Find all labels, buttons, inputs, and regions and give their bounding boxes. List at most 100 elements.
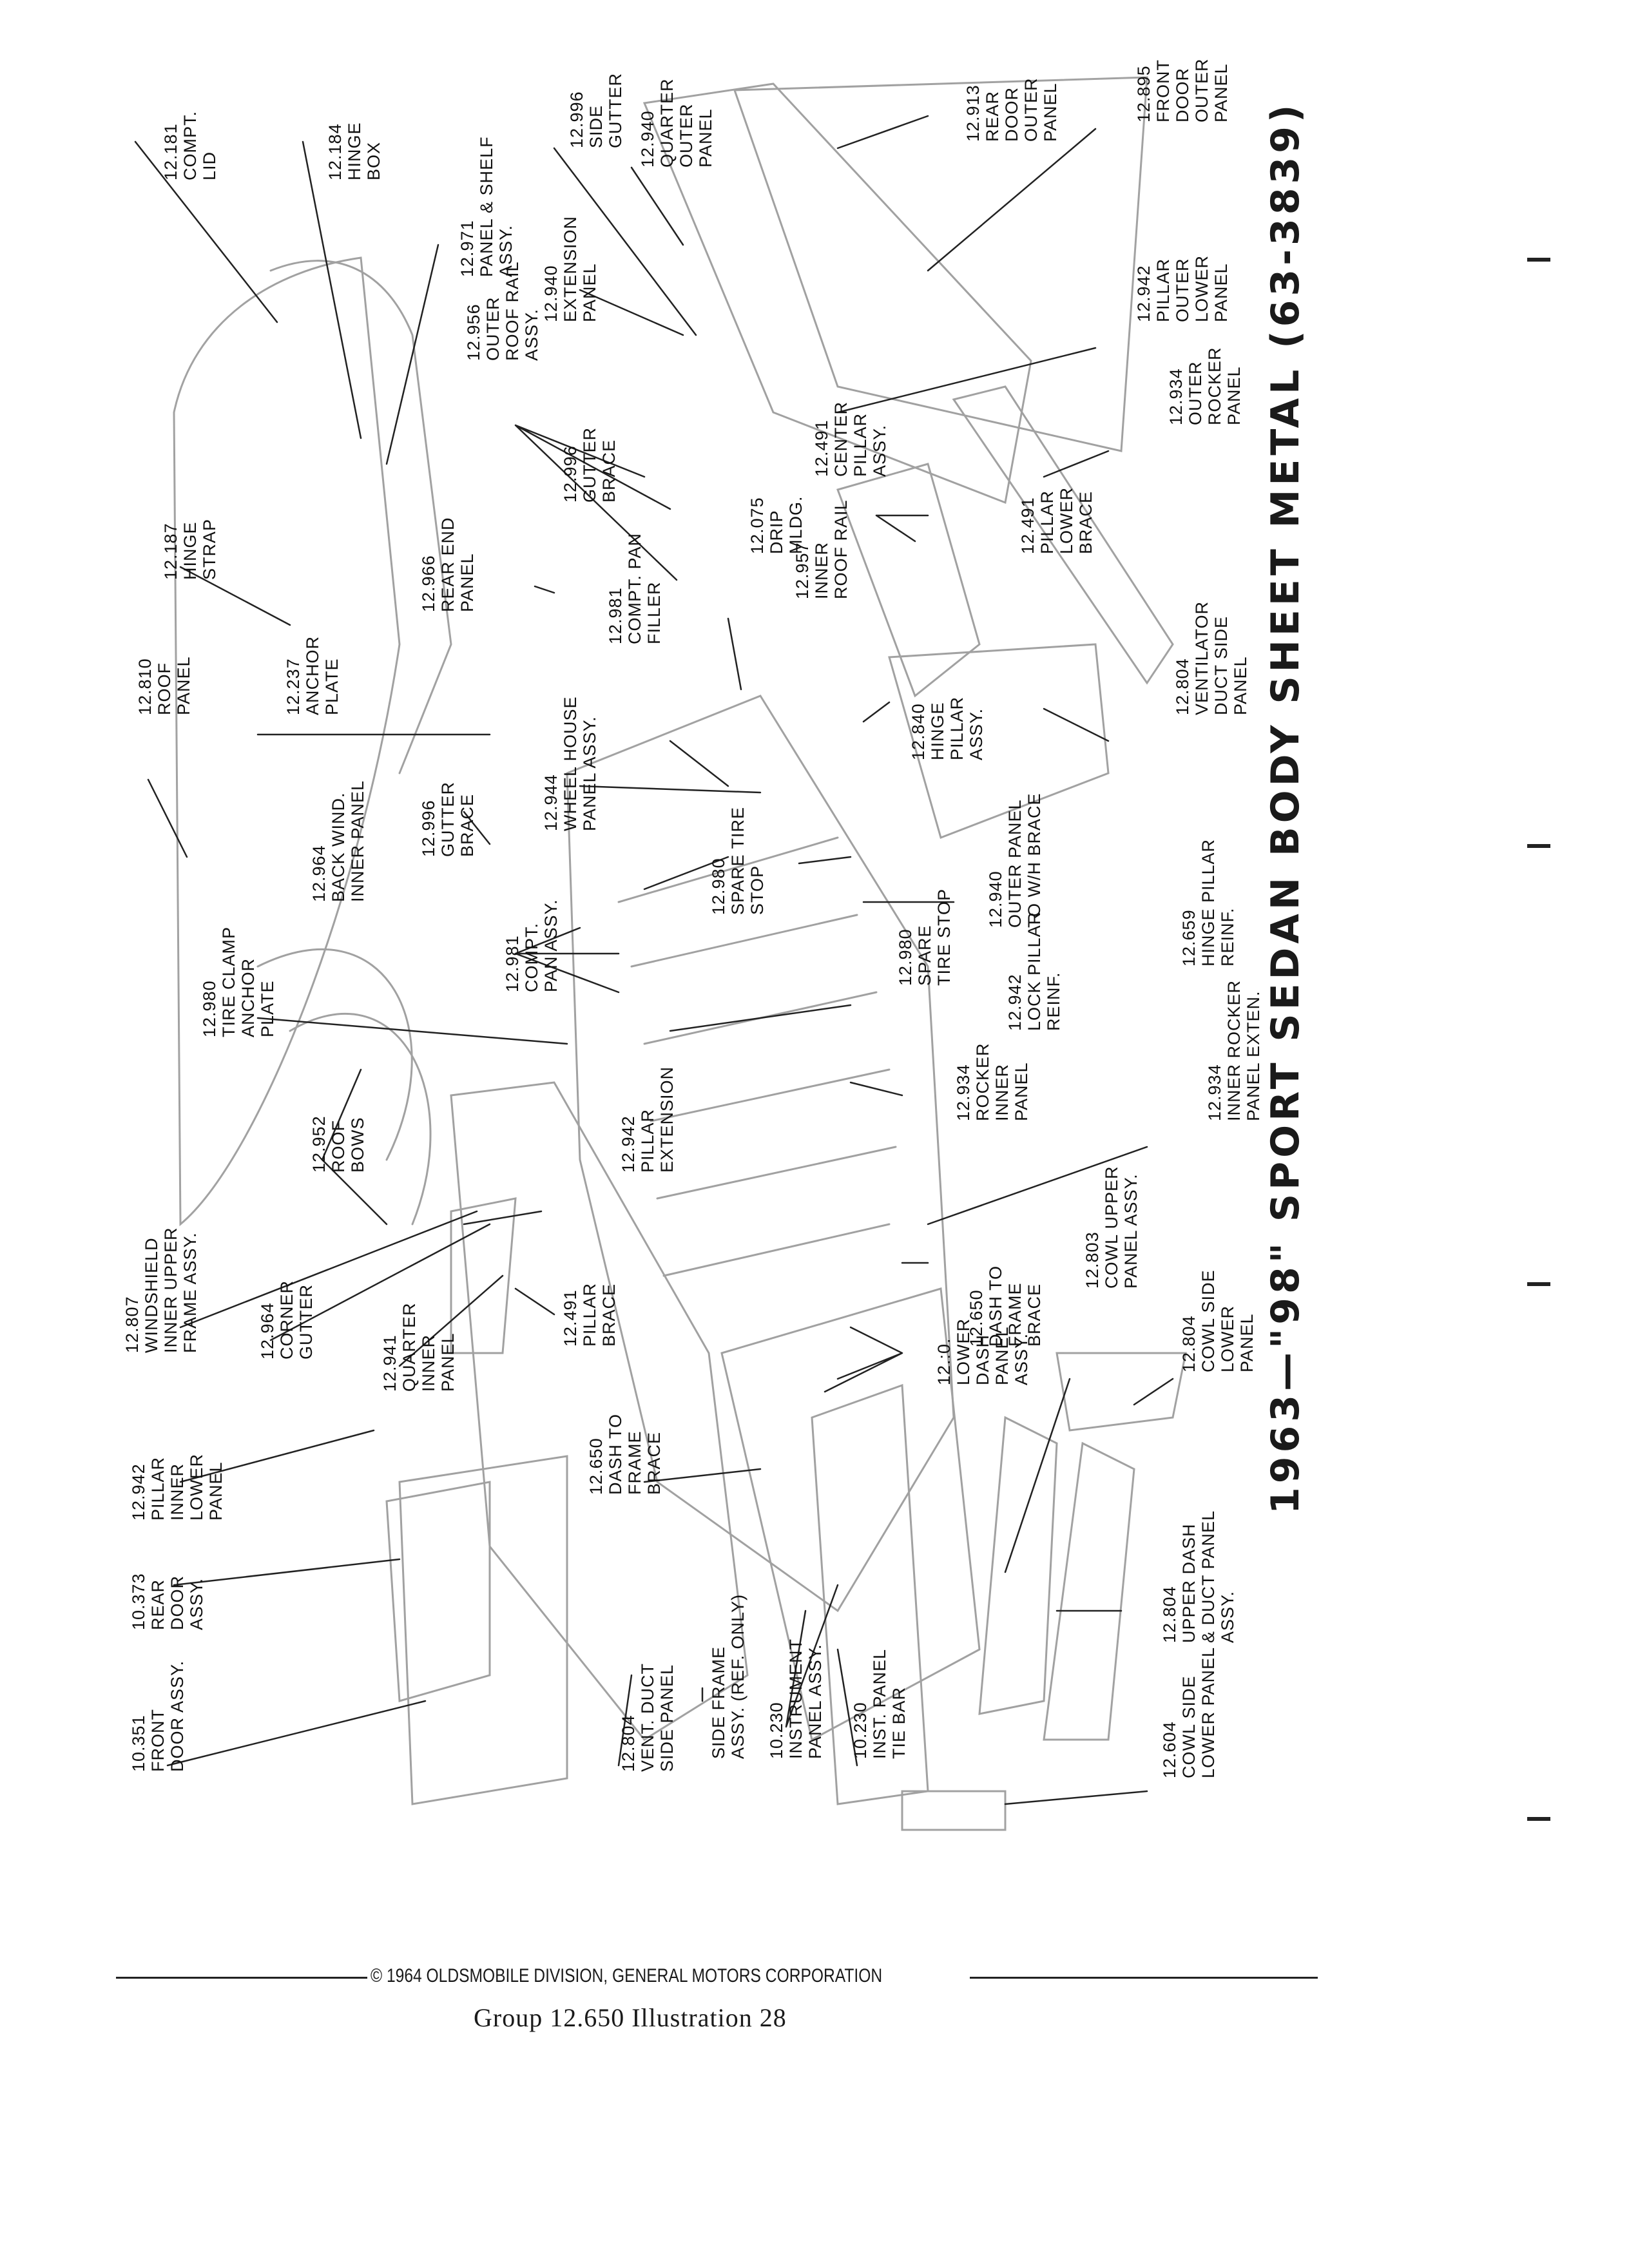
leader-line [385,244,439,465]
floor-pan-outline [566,695,955,1613]
leader-line [553,147,697,336]
footer-rule-left [116,1977,367,1979]
leader-line [1004,1790,1148,1805]
leader-line [463,811,491,845]
leader-line [166,1700,427,1767]
center-pillar-outline [836,463,981,698]
leader-line [785,1584,839,1728]
margin-tick [1527,844,1550,848]
roof-panel-outline [173,256,401,1227]
leader-line [849,1081,903,1097]
leader-line [643,1468,762,1483]
pillar-extension-outline [450,1197,517,1354]
leader-line [534,585,555,594]
rear-door-outline [385,1481,491,1702]
margin-tick [1527,1282,1550,1286]
leader-line [179,566,291,626]
leader-line [927,128,1097,272]
leader-line [862,701,891,723]
leader-line [179,1210,478,1329]
footer-rule-right [970,1977,1318,1979]
quarter-panel-outline [642,82,1032,505]
leader-line [173,1558,401,1586]
leader-line [836,1648,858,1767]
copyright-notice: © 1964 OLDSMOBILE DIVISION, GENERAL MOTO… [371,1965,883,1986]
illustration-caption: Group 12.650 Illustration 28 [474,2003,787,2032]
leader-line [927,1146,1148,1225]
leader-line [1133,1378,1174,1406]
roof-bows-outline [256,948,432,1225]
leader-line [256,1017,568,1045]
leader-line [630,166,684,246]
dash-outline [720,1287,981,1742]
cowl-upper-outline [1055,1352,1187,1432]
leader-line [579,289,684,336]
leader-line [1043,707,1110,742]
leader-line [179,1429,375,1483]
leader-line [463,1210,543,1225]
leader-line [514,424,678,581]
margin-tick [1527,1817,1550,1821]
leader-line [798,856,852,865]
leader-line [321,1068,388,1225]
leader-line [836,347,1097,414]
leader-line [1004,1378,1071,1573]
front-door-outline [398,1455,568,1805]
leader-line [302,140,362,439]
leader-line [875,514,929,543]
upper-dash-outline [1043,1441,1135,1741]
leader-line [269,1223,491,1341]
cowl-side-lower-outline [901,1790,1007,1831]
leader-line [134,140,278,323]
leader-line [836,115,929,149]
cowl-side-outline [978,1416,1058,1715]
leader-line [669,1004,852,1032]
leader-line [643,856,729,890]
leader-line [1043,450,1110,478]
margin-tick [1527,258,1550,262]
leader-line [514,1287,555,1316]
leader-line [617,1674,633,1767]
leader-line [147,778,188,858]
leader-line [579,785,762,794]
diagram-title: 1963—"98" SPORT SEDAN BODY SHEET METAL (… [1263,101,1308,1514]
rear-deck-outline [269,260,452,774]
leader-line [727,617,742,691]
